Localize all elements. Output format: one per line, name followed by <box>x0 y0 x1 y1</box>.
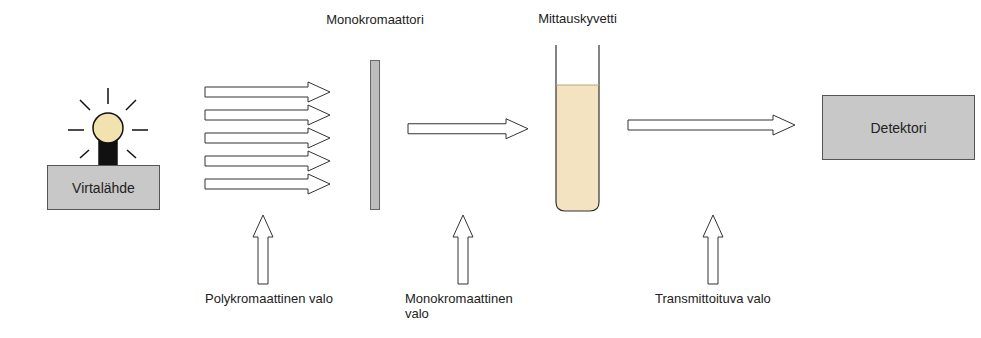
part-name: Monokromaattori <box>326 12 424 28</box>
light-arrow <box>205 151 330 171</box>
pointer-arrow <box>453 215 473 284</box>
power-supply-box: Virtalähde <box>47 165 160 210</box>
light-arrow <box>205 128 330 148</box>
part-name: Mittauskyvetti <box>538 11 617 27</box>
lamp <box>68 88 148 165</box>
pointer-arrow <box>703 215 723 284</box>
pointer-arrows <box>253 215 723 284</box>
box-label: Detektori <box>870 120 926 136</box>
beam-label: Monokromaattinen valo <box>405 291 535 321</box>
sample-liquid <box>556 85 599 211</box>
detector-box: Detektori <box>822 95 975 160</box>
measuring-cuvette: Mittauskyvetti <box>555 45 600 212</box>
cuvette-wall <box>556 45 599 211</box>
beam-label: Transmittoituva valo <box>655 291 785 306</box>
light-arrow <box>205 82 330 102</box>
box-label: Virtalähde <box>72 180 135 196</box>
monochromator: Monokromaattori <box>370 60 380 210</box>
light-arrow <box>205 105 330 125</box>
polychromatic-arrows <box>205 82 330 194</box>
beam-label: Polykromaattinen valo <box>205 291 335 306</box>
liquid-level <box>556 85 599 86</box>
cuvette-outline <box>555 45 600 212</box>
light-arrow <box>205 174 330 194</box>
pointer-arrow <box>253 215 273 284</box>
light-beam-arrow <box>408 119 528 139</box>
light-beam-arrow <box>628 115 795 135</box>
